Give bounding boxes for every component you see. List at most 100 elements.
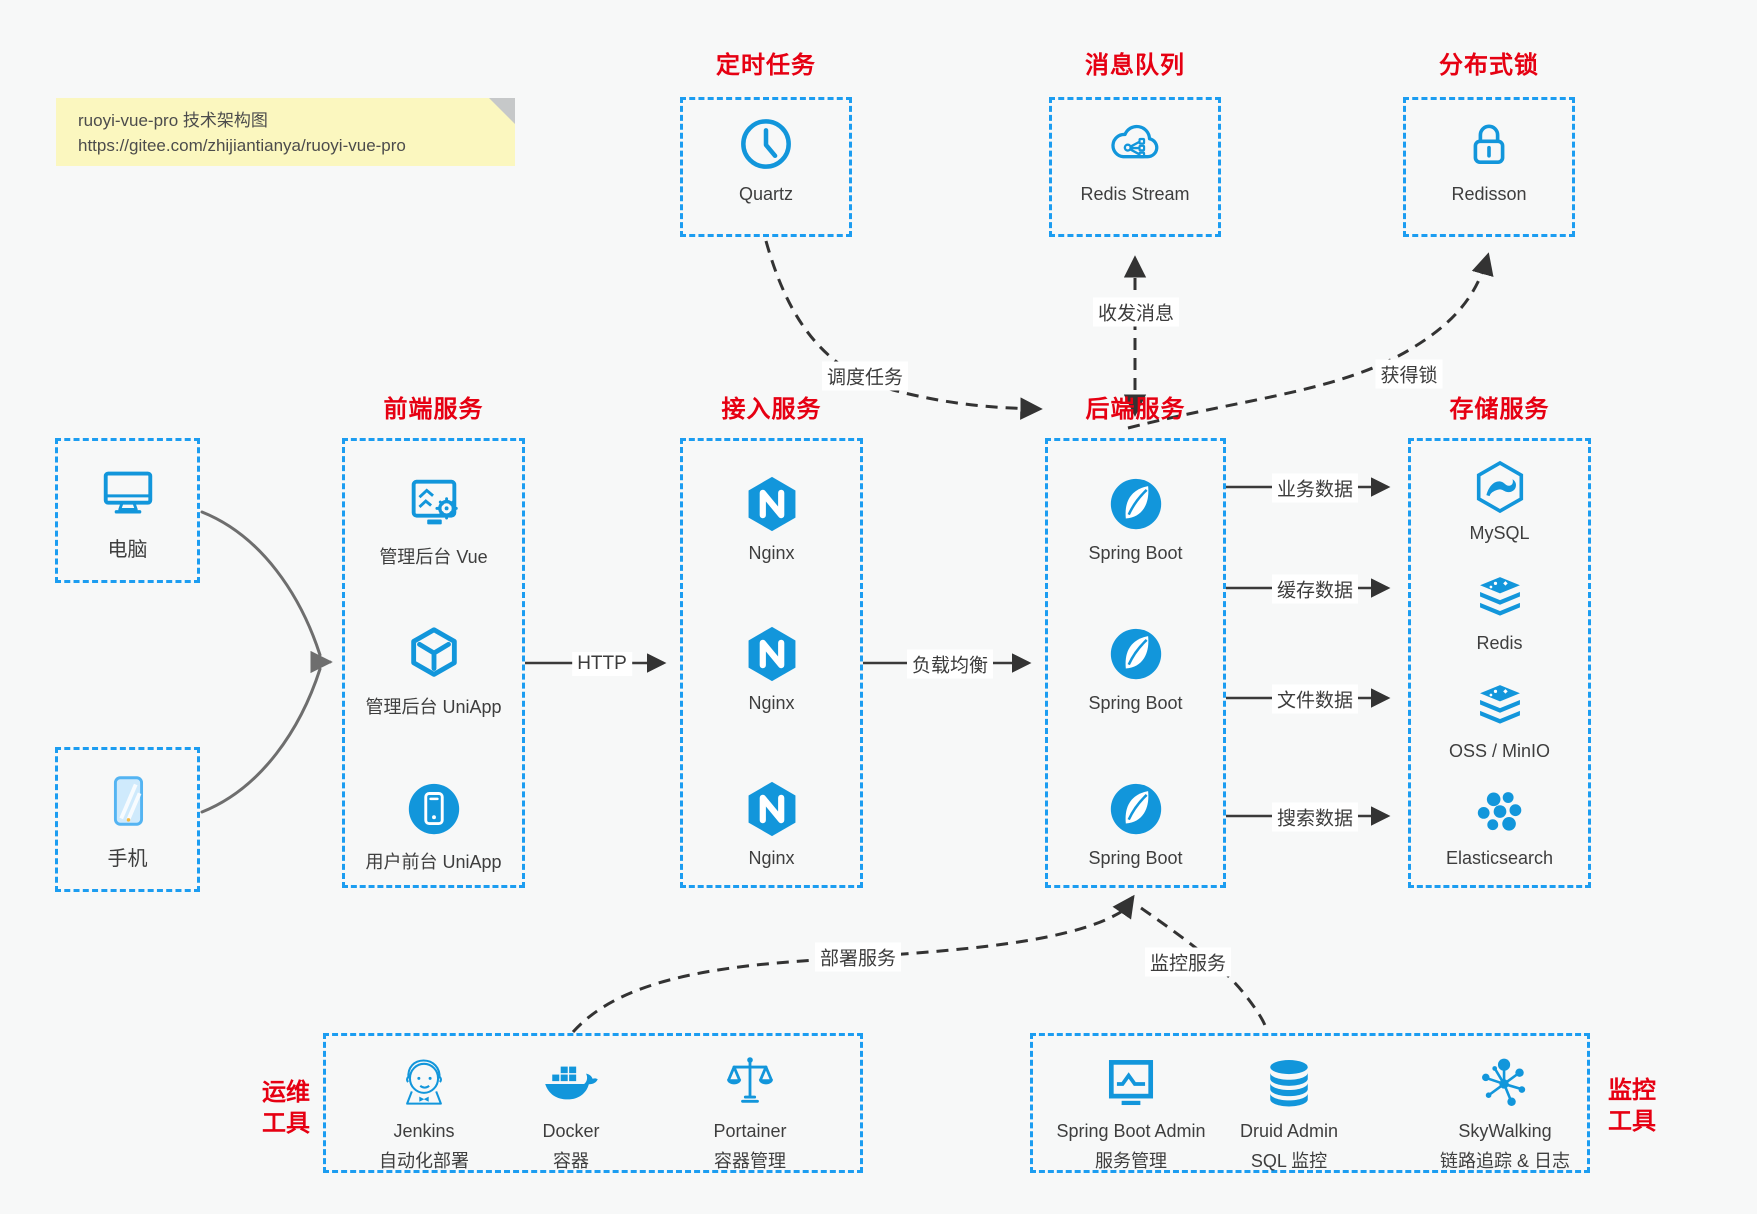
jenkins-icon: [394, 1053, 454, 1113]
skywalking-icon: [1475, 1053, 1535, 1113]
node-label: Docker: [542, 1121, 600, 1141]
side-label-line: 工具: [1608, 1108, 1656, 1135]
node-nginx-3: Nginx: [683, 778, 860, 869]
cloud-stream-icon: [1106, 115, 1164, 173]
node-sublabel: 自动化部署: [379, 1151, 469, 1171]
node-redis: Redis: [1411, 568, 1588, 654]
node-label: Druid Admin: [1239, 1121, 1339, 1141]
edge-monitor-service-line: [1140, 906, 1269, 1033]
lock-icon: [1460, 115, 1518, 173]
side-label-line: 监控: [1608, 1077, 1656, 1104]
node-label: Nginx: [748, 848, 795, 868]
group-box-frontend: 管理后台 Vue 管理后台 UniApp 用户前台 UniApp: [342, 438, 525, 888]
node-label: Nginx: [748, 693, 795, 713]
group-box-message-queue: Redis Stream: [1049, 97, 1221, 237]
node-label: 管理后台 Vue: [379, 547, 488, 567]
group-title-storage: 存储服务: [1449, 396, 1550, 423]
monitor-tools-label: 监控 工具: [1598, 1075, 1666, 1137]
edge-label-monitor-service: 监控服务: [1144, 947, 1232, 977]
node-label: Spring Boot Admin: [1056, 1121, 1206, 1141]
node-spring-boot-1: Spring Boot: [1048, 473, 1223, 564]
node-redisson: Redisson: [1406, 115, 1572, 205]
node-label: Nginx: [748, 543, 795, 563]
node-label: Redis: [1476, 633, 1523, 653]
smartphone-icon: [97, 770, 159, 832]
group-box-monitor-tools: Spring Boot Admin 服务管理 Druid Admin SQL 监…: [1030, 1033, 1590, 1173]
side-label-line: 工具: [262, 1110, 310, 1137]
note-url: https://gitee.com/zhijiantianya/ruoyi-vu…: [78, 136, 406, 155]
edge-phone-to-frontend: [200, 667, 322, 814]
node-spring-boot-admin: Spring Boot Admin 服务管理: [1041, 1053, 1221, 1173]
node-admin-vue: 管理后台 Vue: [345, 473, 522, 569]
edge-label-deploy-service: 部署服务: [814, 942, 902, 972]
spring-boot-icon: [1105, 473, 1167, 535]
node-pc: 电脑: [58, 461, 197, 562]
node-nginx-1: Nginx: [683, 473, 860, 564]
node-label: Spring Boot: [1088, 848, 1183, 868]
node-label: Quartz: [738, 184, 794, 204]
node-sublabel: SQL 监控: [1250, 1151, 1328, 1171]
redis-stack-icon: [1471, 676, 1529, 734]
mobile-app-circle-icon: [403, 778, 465, 840]
spring-boot-icon: [1105, 778, 1167, 840]
group-title-backend: 后端服务: [1085, 396, 1186, 423]
nginx-icon: [741, 473, 803, 535]
edge-label-load-balance: 负载均衡: [906, 649, 994, 679]
note-title: ruoyi-vue-pro 技术架构图: [78, 111, 268, 130]
node-label: Redisson: [1451, 184, 1527, 204]
mysql-icon: [1471, 458, 1529, 516]
edge-label-search-data: 搜索数据: [1271, 802, 1359, 832]
node-label: SkyWalking: [1458, 1121, 1552, 1141]
node-label: Portainer: [713, 1121, 787, 1141]
node-jenkins: Jenkins 自动化部署: [344, 1053, 504, 1173]
node-quartz: Quartz: [683, 115, 849, 205]
monitor-chart-icon: [1101, 1053, 1161, 1113]
node-sublabel: 容器: [553, 1151, 589, 1171]
node-docker: Docker 容器: [496, 1053, 646, 1173]
node-label: 用户前台 UniApp: [365, 852, 502, 872]
side-label-line: 运维: [262, 1079, 310, 1106]
node-label: Redis Stream: [1080, 184, 1190, 204]
edge-label-schedule-task: 调度任务: [821, 361, 909, 391]
node-redis-stream: Redis Stream: [1052, 115, 1218, 205]
edge-label-send-receive-message: 收发消息: [1092, 297, 1180, 327]
node-sublabel: 链路追踪 & 日志: [1439, 1151, 1570, 1171]
edge-label-acquire-lock: 获得锁: [1375, 359, 1443, 389]
node-label: 管理后台 UniApp: [365, 697, 502, 717]
group-title-frontend: 前端服务: [383, 396, 484, 423]
node-label: Jenkins: [393, 1121, 455, 1141]
node-label: Spring Boot: [1088, 543, 1183, 563]
nginx-icon: [741, 778, 803, 840]
node-sublabel: 容器管理: [714, 1151, 786, 1171]
edge-pc-to-frontend: [200, 510, 322, 657]
group-title-distributed-lock: 分布式锁: [1439, 52, 1539, 79]
node-spring-boot-3: Spring Boot: [1048, 778, 1223, 869]
group-box-storage: MySQL Redis: [1408, 438, 1591, 888]
group-box-access: Nginx Nginx Nginx: [680, 438, 863, 888]
node-label: MySQL: [1469, 523, 1530, 543]
node-mysql: MySQL: [1411, 458, 1588, 544]
node-elasticsearch: Elasticsearch: [1411, 783, 1588, 869]
node-oss-minio: OSS / MinIO: [1411, 676, 1588, 762]
group-title-access: 接入服务: [721, 396, 822, 423]
node-label: OSS / MinIO: [1448, 741, 1551, 761]
nginx-icon: [741, 623, 803, 685]
ops-tools-label: 运维 工具: [252, 1077, 320, 1139]
elasticsearch-icon: [1471, 783, 1529, 841]
node-druid-admin: Druid Admin SQL 监控: [1209, 1053, 1369, 1173]
note-fold-corner: [489, 98, 515, 124]
redis-stack-icon: [1471, 568, 1529, 626]
desktop-monitor-icon: [97, 461, 159, 523]
node-user-uniapp: 用户前台 UniApp: [345, 778, 522, 874]
group-box-scheduled-task: Quartz: [680, 97, 852, 237]
edge-label-cache-data: 缓存数据: [1271, 574, 1359, 604]
database-icon: [1259, 1053, 1319, 1113]
node-label: Spring Boot: [1088, 693, 1183, 713]
node-label: 电脑: [107, 539, 148, 561]
node-spring-boot-2: Spring Boot: [1048, 623, 1223, 714]
node-label: Elasticsearch: [1445, 848, 1554, 868]
portainer-scales-icon: [720, 1053, 780, 1113]
spring-boot-icon: [1105, 623, 1167, 685]
docker-icon: [541, 1053, 601, 1113]
